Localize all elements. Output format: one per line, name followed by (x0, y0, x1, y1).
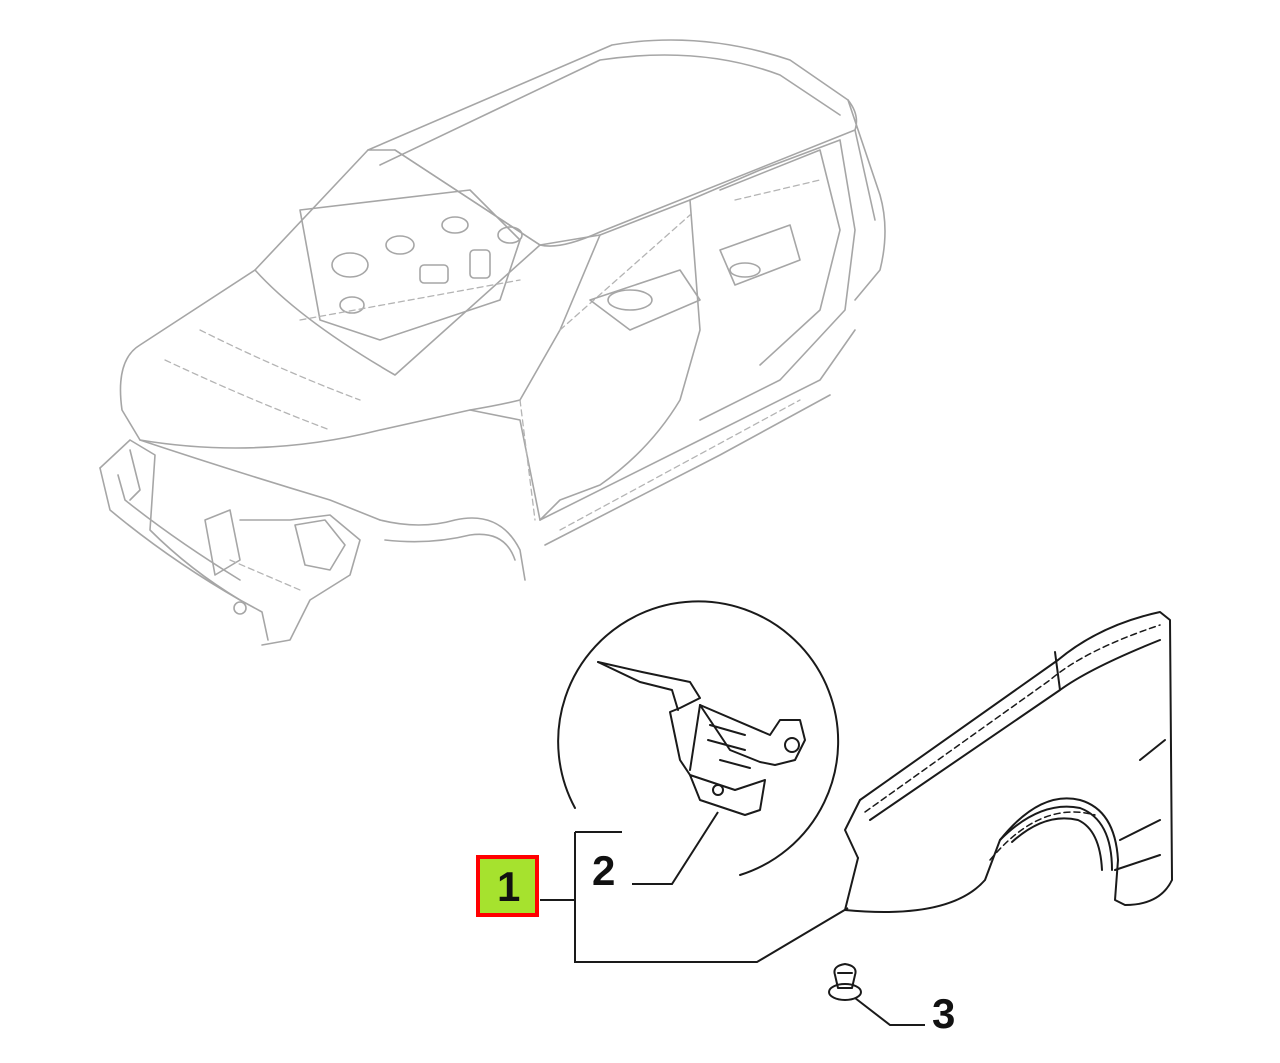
callout-3[interactable]: 3 (932, 990, 955, 1037)
callout-2[interactable]: 2 (592, 847, 615, 894)
front-fender (844, 611, 1173, 913)
detail-magnifier (557, 600, 840, 876)
callout-1[interactable]: 1 (476, 855, 539, 917)
callout-3-label: 3 (932, 990, 955, 1037)
car-body-shell (99, 39, 886, 646)
fastener-clip (828, 963, 862, 1001)
callout-1-highlight (476, 855, 539, 917)
callout-2-label: 2 (592, 847, 615, 894)
leader-lines (540, 811, 925, 1026)
callout-1-label: 1 (497, 863, 520, 910)
